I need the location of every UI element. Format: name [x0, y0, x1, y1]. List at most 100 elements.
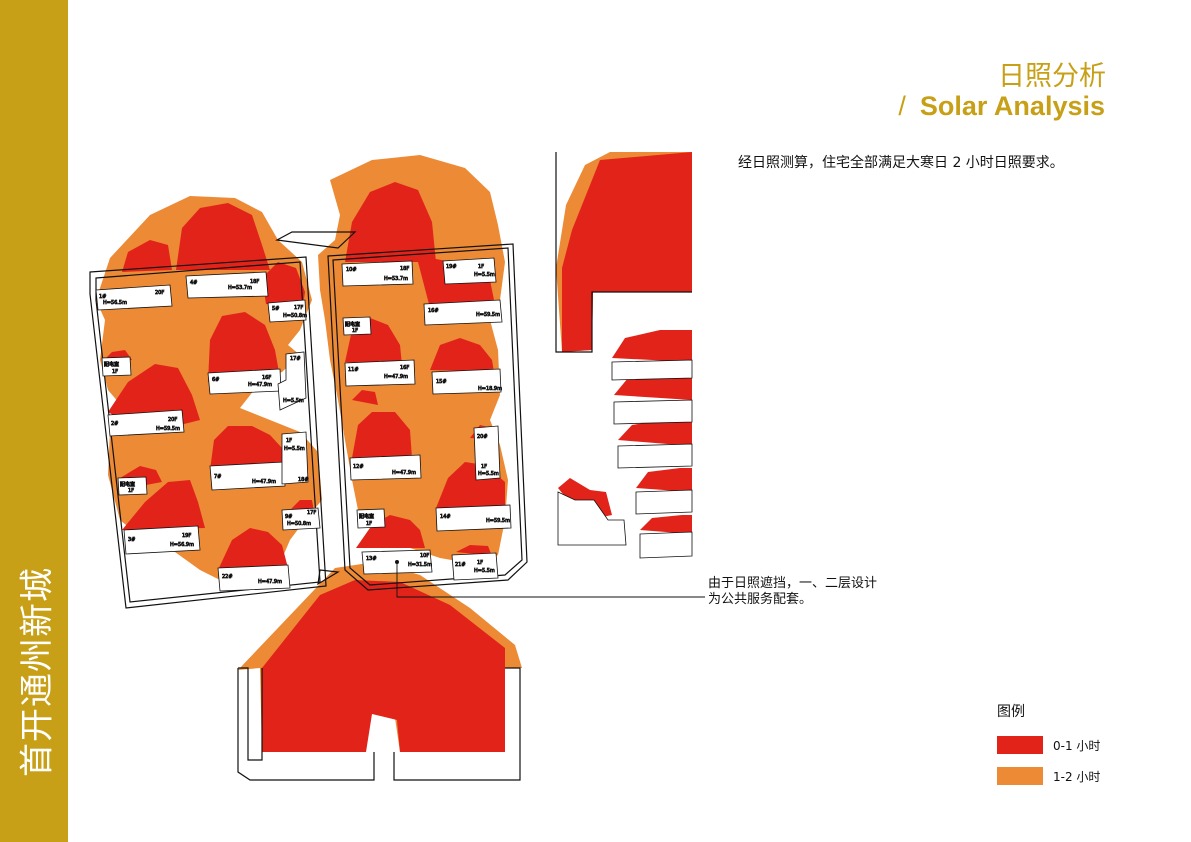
building-label: 21# — [455, 562, 466, 568]
building-label: 1F — [366, 521, 372, 527]
building-11 — [344, 359, 416, 387]
callout-note-line1: 由于日照遮挡，一、二层设计 — [708, 576, 878, 591]
substation-2 — [117, 476, 148, 496]
building-label: 16F — [262, 375, 271, 381]
building-12 — [349, 454, 422, 481]
building-label: 配电室 — [104, 361, 119, 368]
building-label: 2# — [111, 421, 118, 427]
building-15 — [431, 368, 502, 395]
building-label: 1F — [477, 560, 483, 566]
building-20 — [473, 425, 501, 481]
analysis-description: 经日照测算，住宅全部满足大寒日 2 小时日照要求。 — [738, 155, 1064, 171]
building-label: H=59.5m — [486, 518, 510, 524]
building-label: 13# — [366, 556, 377, 562]
building-label: 16# — [428, 308, 439, 314]
building-3 — [123, 525, 201, 555]
building-label: H=47.9m — [252, 479, 276, 485]
building-label: H=18.9m — [478, 386, 502, 392]
substation-3 — [342, 316, 372, 336]
building-label: H=59.5m — [476, 312, 500, 318]
callout-note-line2: 为公共服务配套。 — [708, 592, 813, 607]
substation-4 — [356, 508, 386, 529]
substation-1 — [101, 356, 132, 377]
building-label: 18F — [250, 279, 259, 285]
building-label: 12# — [353, 464, 364, 470]
building-label: 17# — [290, 356, 301, 362]
page-title-en-text: Solar Analysis — [919, 91, 1105, 121]
building-label: H=5.5m — [478, 471, 499, 477]
building-label: 18F — [400, 266, 409, 272]
building-10 — [341, 260, 414, 287]
building-label: H=31.5m — [408, 562, 432, 568]
callout-leader — [395, 560, 705, 598]
building-18 — [281, 431, 309, 485]
building-label: H=47.9m — [248, 382, 272, 388]
neighbour-buildings — [557, 359, 693, 559]
building-label: H=5.5m — [284, 446, 305, 452]
legend-swatch-orange — [997, 767, 1043, 785]
building-label: 22# — [222, 574, 233, 580]
building-label: 1F — [286, 438, 292, 444]
building-label: 配电室 — [345, 321, 360, 328]
building-label: H=5.5m — [474, 568, 495, 574]
page-title-cn: 日照分析 — [998, 61, 1106, 92]
page-title-en: / Solar Analysis — [898, 91, 1105, 122]
building-label: 15# — [436, 379, 447, 385]
sidebar-band — [0, 0, 68, 842]
building-label: H=50.8m — [287, 521, 311, 527]
building-label: 9# — [285, 514, 292, 520]
building-label: 10F — [420, 553, 429, 559]
building-label: H=59.5m — [156, 426, 180, 432]
building-label: 20# — [477, 434, 488, 440]
building-label: H=50.8m — [283, 313, 307, 319]
building-label: 16F — [400, 365, 409, 371]
title-slash: / — [898, 91, 906, 121]
building-label: 1F — [112, 369, 118, 375]
legend-label: 0-1 小时 — [1053, 739, 1101, 753]
building-label: 5# — [272, 306, 279, 312]
site-outlines — [89, 152, 692, 781]
legend-swatch-red — [997, 736, 1043, 754]
building-22 — [217, 564, 291, 592]
building-5 — [267, 299, 307, 323]
building-16 — [423, 299, 503, 326]
building-label: 18# — [298, 477, 309, 483]
building-label: 10# — [346, 267, 357, 273]
building-label: 20F — [155, 290, 164, 296]
building-label: 7# — [214, 474, 221, 480]
building-label: H=5.5m — [283, 398, 304, 404]
building-4 — [185, 271, 269, 299]
building-label: H=56.5m — [103, 300, 127, 306]
building-label: 6# — [212, 377, 219, 383]
building-label: 19F — [182, 533, 191, 539]
building-label: H=47.9m — [258, 579, 282, 585]
building-14 — [435, 504, 512, 532]
building-label: 17F — [294, 305, 303, 311]
building-21 — [451, 552, 499, 581]
building-label: H=56.9m — [170, 542, 194, 548]
callout-note: 由于日照遮挡，一、二层设计 为公共服务配套。 — [708, 576, 877, 608]
building-2 — [107, 409, 185, 437]
building-1 — [95, 284, 173, 311]
building-label: H=5.5m — [474, 272, 495, 278]
building-label: H=47.9m — [384, 374, 408, 380]
building-7 — [209, 461, 286, 491]
building-footprints: 1# H=56.5m 20F 4# H=53.7m 18F 5# H=50.8m… — [95, 257, 512, 592]
building-label: H=53.7m — [228, 285, 252, 291]
building-label: 1F — [128, 488, 134, 494]
building-label: 配电室 — [120, 481, 135, 488]
building-label: 1F — [481, 464, 487, 470]
building-label: 1# — [99, 294, 106, 300]
building-label: 14# — [440, 514, 451, 520]
building-label: 17F — [307, 510, 316, 516]
building-label: 3# — [128, 537, 135, 543]
building-19 — [442, 257, 497, 285]
building-label: 4# — [190, 280, 197, 286]
building-label: 11# — [348, 367, 359, 373]
building-label: 20F — [168, 417, 177, 423]
building-label: 1F — [352, 328, 358, 334]
building-label: H=53.7m — [384, 276, 408, 282]
building-17 — [277, 351, 307, 411]
building-label: 配电室 — [359, 513, 374, 520]
